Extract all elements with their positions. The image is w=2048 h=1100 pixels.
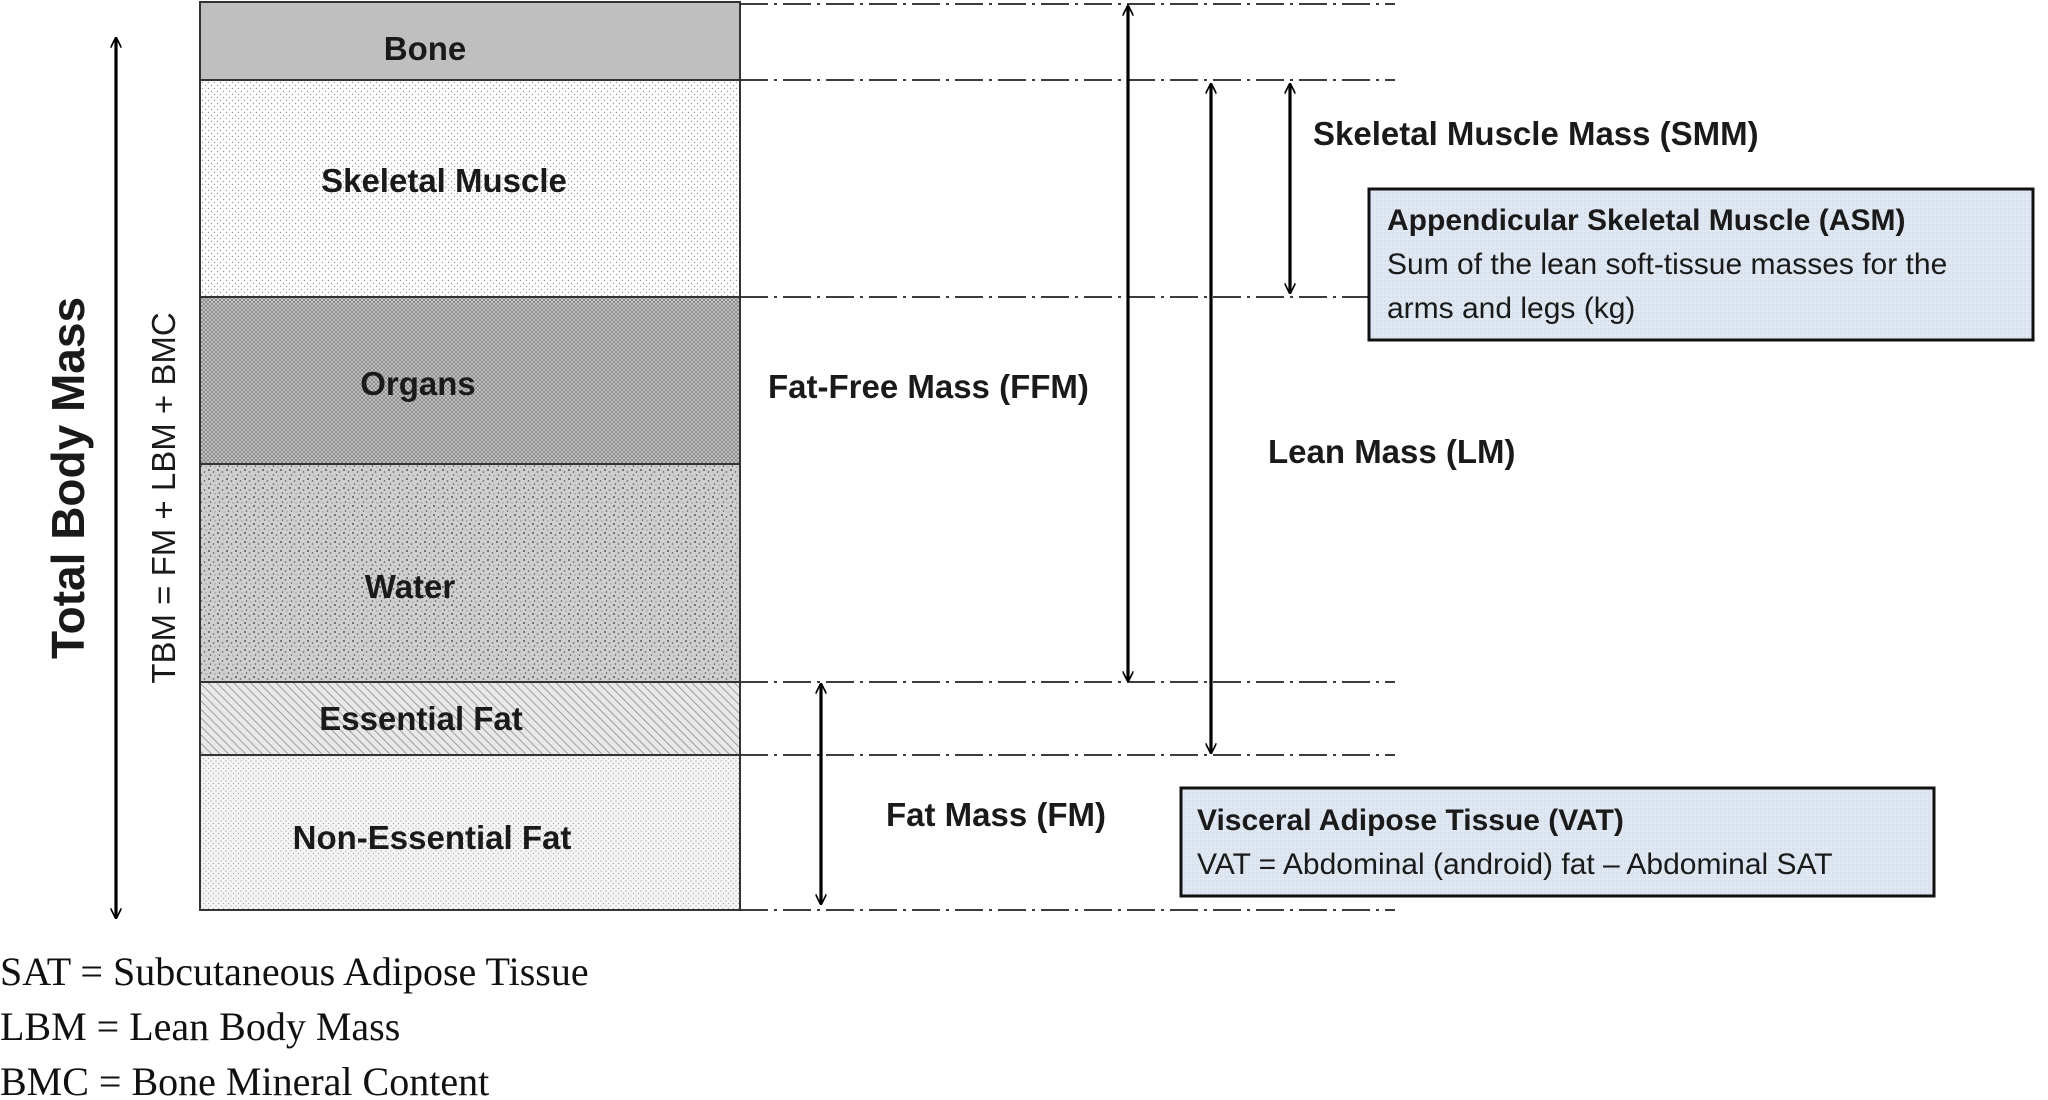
- label-essential-fat: Essential Fat: [319, 700, 523, 737]
- layer-bone: [199, 1, 741, 81]
- ffm-label: Fat-Free Mass (FFM): [768, 368, 1089, 405]
- label-skeletal-muscle: Skeletal Muscle: [321, 162, 567, 199]
- asm-box-line2: arms and legs (kg): [1387, 292, 1635, 325]
- tbm-formula: TBM = FM + LBM + BMC: [145, 312, 182, 683]
- vat-info-box: Visceral Adipose Tissue (VAT) VAT = Abdo…: [1179, 786, 1936, 898]
- layer-organs: [199, 296, 741, 465]
- label-organs: Organs: [360, 365, 476, 402]
- asm-info-box: Appendicular Skeletal Muscle (ASM) Sum o…: [1367, 187, 2035, 342]
- asm-box-title: Appendicular Skeletal Muscle (ASM): [1387, 204, 1905, 237]
- layer-essential-fat: [199, 681, 741, 756]
- vat-box-frame: [1179, 786, 1936, 898]
- smm-label: Skeletal Muscle Mass (SMM): [1313, 115, 1759, 152]
- measure-arrows: Fat-Free Mass (FFM) Lean Mass (LM) Skele…: [768, 6, 1759, 904]
- fm-label: Fat Mass (FM): [886, 796, 1106, 833]
- total-body-mass-label: Total Body Mass: [42, 297, 94, 659]
- label-non-essential-fat: Non-Essential Fat: [293, 819, 572, 856]
- layer-skeletal-muscle: [199, 79, 741, 298]
- vat-box-line1: VAT = Abdominal (android) fat – Abdomina…: [1197, 848, 1833, 881]
- guide-lines: [740, 3, 1395, 911]
- abbreviation-legend: SAT = Subcutaneous Adipose Tissue LBM = …: [0, 949, 589, 1100]
- total-body-mass-axis: Total Body Mass TBM = FM + LBM + BMC: [42, 38, 182, 918]
- legend-bmc: BMC = Bone Mineral Content: [0, 1059, 489, 1100]
- legend-sat: SAT = Subcutaneous Adipose Tissue: [0, 949, 589, 994]
- label-bone: Bone: [384, 30, 467, 67]
- legend-lbm: LBM = Lean Body Mass: [0, 1004, 400, 1049]
- layer-non-essential-fat: [199, 754, 741, 911]
- lm-label: Lean Mass (LM): [1268, 433, 1516, 470]
- asm-box-line1: Sum of the lean soft-tissue masses for t…: [1387, 248, 1947, 281]
- layer-water: [199, 463, 741, 683]
- asm-box-frame: [1367, 187, 2035, 342]
- composition-column: Bone Skeletal Muscle Organs Water Essent…: [199, 1, 741, 911]
- vat-box-title: Visceral Adipose Tissue (VAT): [1197, 804, 1624, 837]
- label-water: Water: [365, 568, 456, 605]
